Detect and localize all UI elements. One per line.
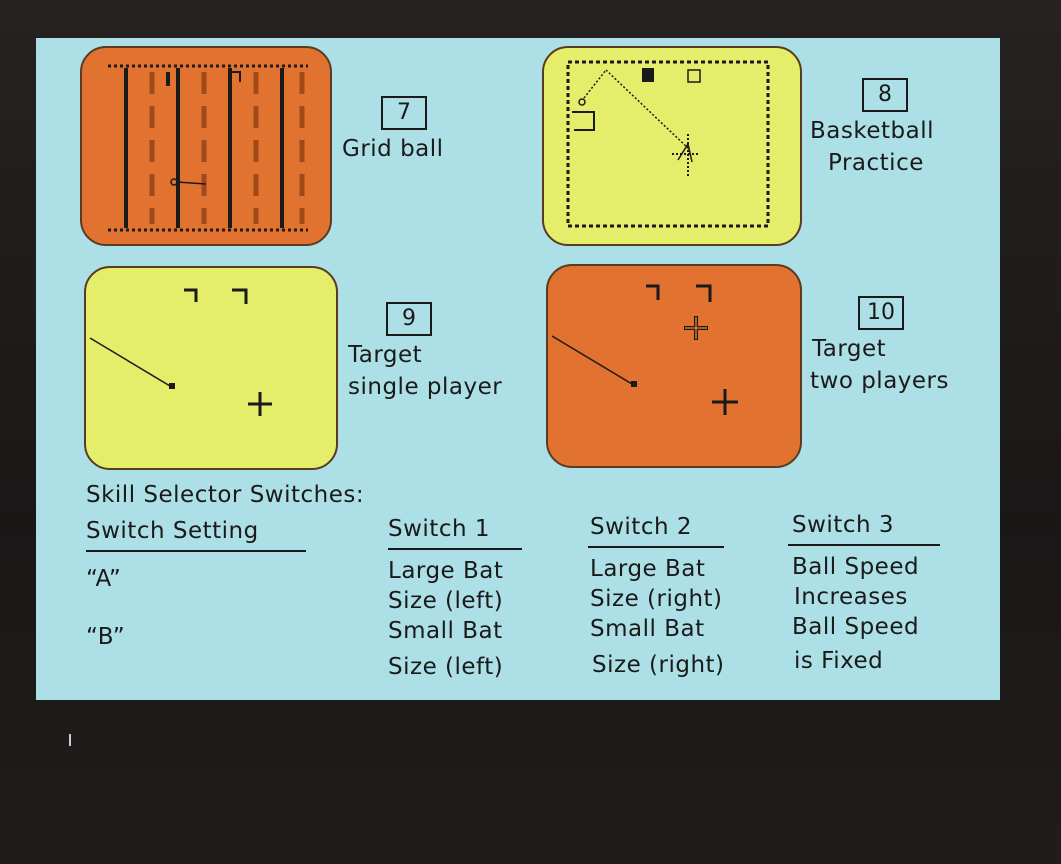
target-two-playfield	[551, 284, 738, 415]
header-underline-switch-3	[788, 544, 940, 546]
row-a-switch1-line2: Size (left)	[388, 588, 504, 614]
game-name-grid-ball: Grid ball	[342, 136, 444, 162]
header-switch-setting: Switch Setting	[86, 518, 259, 544]
row-b-switch2-line1: Small Bat	[590, 616, 705, 642]
game-name-target-two-line2: two players	[810, 368, 949, 394]
row-a-switch2-line1: Large Bat	[590, 556, 706, 582]
game-number-8: 8	[862, 78, 908, 112]
game-name-basketball-line1: Basketball	[810, 118, 934, 144]
row-a-switch3-line1: Ball Speed	[792, 554, 920, 580]
row-a-switch2-line2: Size (right)	[590, 586, 723, 612]
row-a-switch3-line2: Increases	[794, 584, 908, 610]
game-name-target-single-line1: Target	[348, 342, 423, 368]
basketball-playfield	[566, 60, 770, 228]
target-single-playfield	[89, 288, 272, 416]
row-a-setting: “A”	[86, 566, 122, 592]
skill-title: Skill Selector Switches:	[86, 482, 365, 508]
game-number-7: 7	[381, 96, 427, 130]
game-number-9: 9	[386, 302, 432, 336]
row-b-switch3-line1: Ball Speed	[792, 614, 920, 640]
row-b-switch2-line2: Size (right)	[592, 652, 725, 678]
grid-ball-playfield	[108, 64, 308, 232]
row-b-switch1-line1: Small Bat	[388, 618, 503, 644]
row-b-setting: “B”	[86, 624, 126, 650]
row-b-switch3-line2: is Fixed	[794, 648, 884, 674]
case-scratch-mark	[69, 734, 71, 746]
header-switch-2: Switch 2	[590, 514, 692, 540]
header-switch-3: Switch 3	[792, 512, 894, 538]
game-name-basketball-line2: Practice	[828, 150, 924, 176]
game-name-target-two-line1: Target	[812, 336, 887, 362]
row-a-switch1-line1: Large Bat	[388, 558, 504, 584]
row-b-switch1-line2: Size (left)	[388, 654, 504, 680]
header-underline-setting	[86, 550, 306, 552]
game-name-target-single-line2: single player	[348, 374, 503, 400]
header-switch-1: Switch 1	[388, 516, 490, 542]
screen-target-single	[84, 266, 338, 470]
screen-target-two	[546, 264, 802, 468]
game-number-10: 10	[858, 296, 904, 330]
instruction-label: 7 Grid ball 8 Basketball Practice 9	[36, 38, 1000, 700]
header-underline-switch-1	[388, 548, 522, 550]
screen-basketball-practice	[542, 46, 802, 246]
header-underline-switch-2	[588, 546, 724, 548]
screen-grid-ball	[80, 46, 332, 246]
